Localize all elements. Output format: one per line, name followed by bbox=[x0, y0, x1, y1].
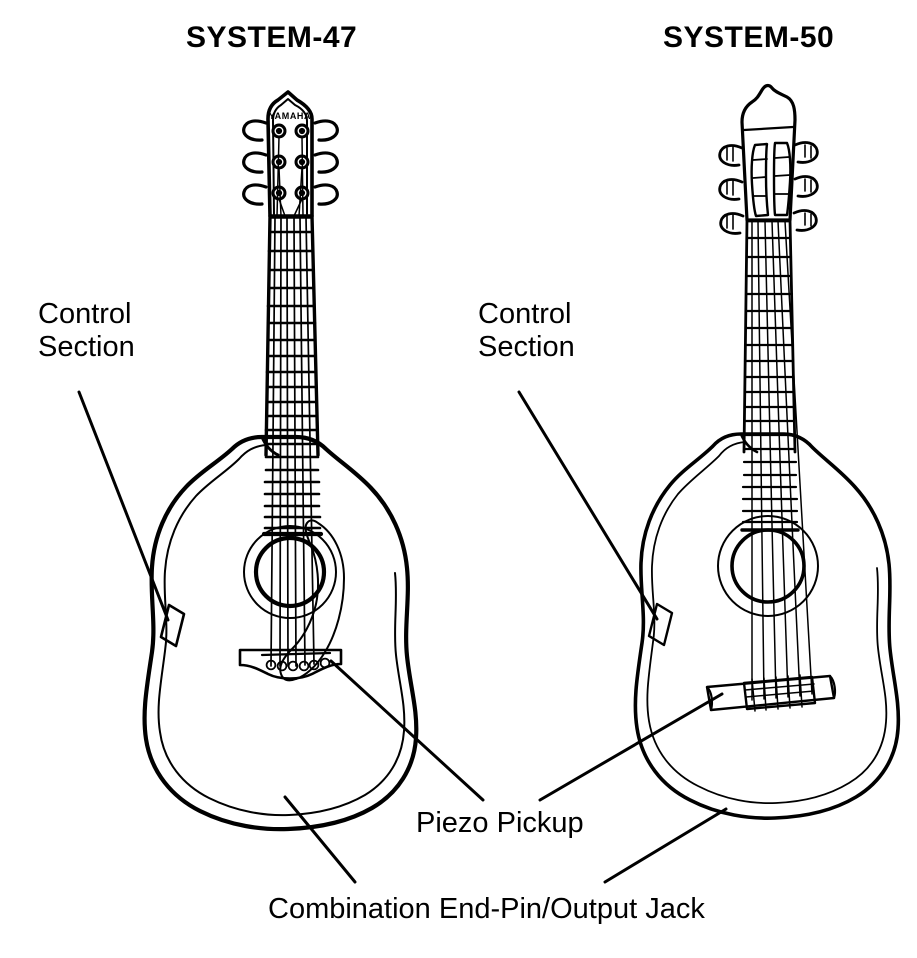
soundhole-rosette-47 bbox=[243, 525, 337, 619]
soundhole-47 bbox=[253, 535, 327, 609]
tuner-buttons-50 bbox=[718, 141, 819, 235]
headstock-inner-47 bbox=[272, 98, 308, 215]
headstock-string-runs-47 bbox=[276, 136, 304, 217]
headstock-47 bbox=[266, 90, 314, 218]
control-section-47 bbox=[159, 603, 186, 648]
headstock-slot-left-50 bbox=[750, 142, 770, 218]
callout-combination-end-pin-output-jack: Combination End-Pin/Output Jack bbox=[268, 893, 705, 925]
leader-endpin-47 bbox=[283, 795, 357, 884]
bridge-47 bbox=[238, 648, 343, 680]
tuner-buttons-47 bbox=[242, 119, 339, 206]
body-outline-50 bbox=[633, 432, 901, 820]
callout-control-section-left-line2: Section bbox=[38, 331, 135, 363]
leader-endpin-50 bbox=[603, 807, 728, 884]
neck-outline-50b bbox=[788, 218, 797, 454]
neck-joint-50 bbox=[739, 432, 759, 454]
panel-title-system-47: SYSTEM-47 bbox=[186, 21, 358, 54]
headstock-50 bbox=[740, 83, 797, 222]
neck-joint-47 bbox=[260, 435, 280, 457]
body-outline-47 bbox=[142, 434, 419, 832]
bridge-wing-right-50 bbox=[828, 674, 837, 700]
panel-title-system-50: SYSTEM-50 bbox=[663, 21, 835, 54]
control-section-50 bbox=[647, 602, 674, 647]
roller-shafts-50 bbox=[752, 156, 791, 197]
soundhole-rosette-50 bbox=[717, 515, 819, 617]
callout-control-section-left-line1: Control bbox=[38, 298, 132, 330]
neck-outline-50 bbox=[742, 218, 749, 454]
leader-piezo-47 bbox=[329, 659, 485, 802]
strings-50 bbox=[751, 220, 813, 701]
headstock-logo-47: YAMAHA bbox=[269, 111, 311, 121]
leader-lines bbox=[77, 390, 728, 884]
body-inner-edge-47 bbox=[157, 444, 406, 817]
headstock-crown-50 bbox=[742, 125, 795, 132]
tuner-worm-gears-50 bbox=[726, 144, 812, 230]
leader-control-section-50 bbox=[517, 390, 659, 621]
tie-block-50 bbox=[742, 675, 817, 711]
callout-control-section-right-line1: Control bbox=[478, 298, 572, 330]
guitar-system-47: YAMAHA bbox=[142, 90, 419, 832]
leader-piezo-50 bbox=[538, 692, 724, 802]
body-inner-edge-50 bbox=[646, 441, 888, 805]
leader-control-section-47 bbox=[77, 390, 170, 622]
headstock-slot-right-50 bbox=[772, 141, 792, 217]
strings-47 bbox=[270, 216, 315, 667]
callout-control-section-right-line2: Section bbox=[478, 331, 575, 363]
bridge-wing-left-50 bbox=[705, 685, 714, 712]
callout-piezo-pickup: Piezo Pickup bbox=[416, 807, 584, 839]
guitar-system-50 bbox=[633, 83, 901, 820]
